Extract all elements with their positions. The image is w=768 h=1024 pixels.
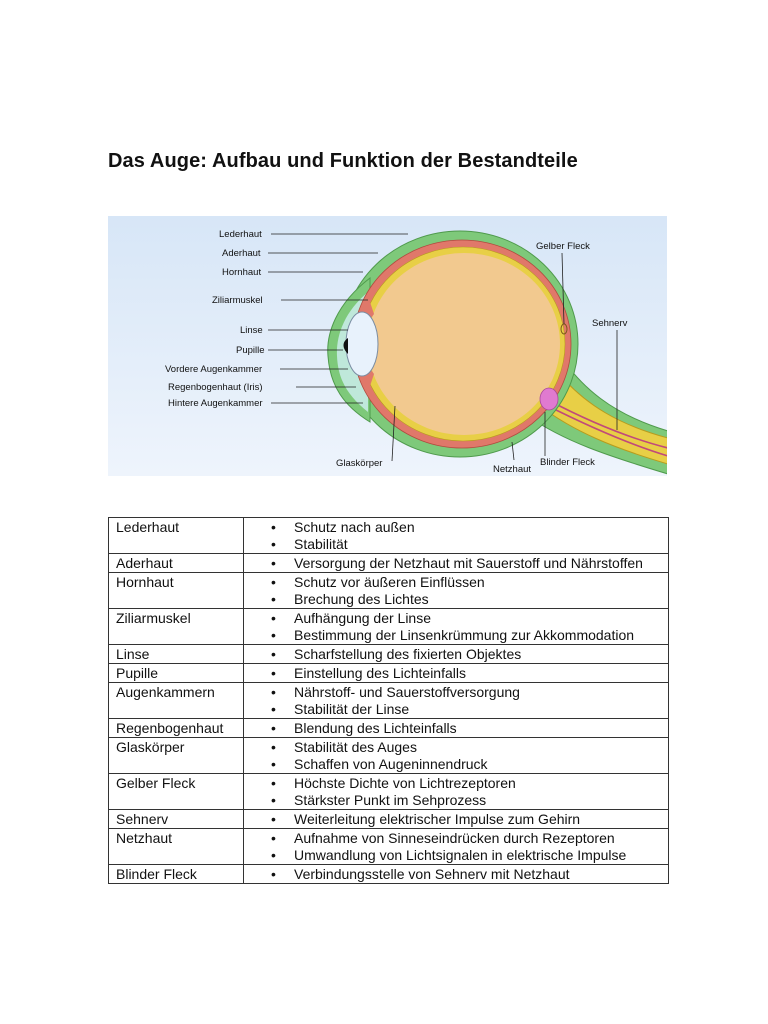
function-item: Versorgung der Netzhaut mit Sauerstoff u… — [244, 555, 668, 572]
part-function: Einstellung des Lichteinfalls — [243, 663, 669, 683]
table-row: NetzhautAufnahme von Sinneseindrücken du… — [108, 828, 669, 865]
part-name: Augenkammern — [108, 682, 244, 719]
function-item: Höchste Dichte von Lichtrezeptoren — [244, 775, 668, 792]
function-list: Scharfstellung des fixierten Objektes — [244, 645, 668, 663]
part-function: Schutz nach außenStabilität — [243, 517, 669, 554]
part-function: Stabilität des AugesSchaffen von Augenin… — [243, 737, 669, 774]
part-name: Lederhaut — [108, 517, 244, 554]
function-list: Aufnahme von Sinneseindrücken durch Reze… — [244, 829, 668, 864]
label-lederhaut: Lederhaut — [219, 229, 262, 240]
vitreous-shape — [368, 253, 560, 435]
function-list: Nährstoff- und SauerstoffversorgungStabi… — [244, 683, 668, 718]
label-hintere-augenkammer: Hintere Augenkammer — [168, 398, 263, 409]
function-item: Scharfstellung des fixierten Objektes — [244, 646, 668, 663]
parts-table-body: LederhautSchutz nach außenStabilitätAder… — [108, 517, 669, 884]
part-function: Versorgung der Netzhaut mit Sauerstoff u… — [243, 553, 669, 573]
function-item: Schaffen von Augeninnendruck — [244, 756, 668, 773]
part-function: Höchste Dichte von LichtrezeptorenStärks… — [243, 773, 669, 810]
table-row: RegenbogenhautBlendung des Lichteinfalls — [108, 718, 669, 738]
function-item: Schutz nach außen — [244, 519, 668, 536]
function-item: Brechung des Lichtes — [244, 591, 668, 608]
function-item: Stabilität des Auges — [244, 739, 668, 756]
function-list: Einstellung des Lichteinfalls — [244, 664, 668, 682]
function-item: Einstellung des Lichteinfalls — [244, 665, 668, 682]
function-list: Stabilität des AugesSchaffen von Augenin… — [244, 738, 668, 773]
label-pupille: Pupille — [236, 345, 265, 356]
table-row: PupilleEinstellung des Lichteinfalls — [108, 663, 669, 683]
page-title: Das Auge: Aufbau und Funktion der Bestan… — [108, 150, 578, 172]
label-sehnerv: Sehnerv — [592, 318, 628, 329]
part-function: Nährstoff- und SauerstoffversorgungStabi… — [243, 682, 669, 719]
function-item: Schutz vor äußeren Einflüssen — [244, 574, 668, 591]
label-regenbogenhaut: Regenbogenhaut (Iris) — [168, 382, 263, 393]
part-name: Gelber Fleck — [108, 773, 244, 810]
function-item: Verbindungsstelle von Sehnerv mit Netzha… — [244, 866, 668, 883]
part-name: Glaskörper — [108, 737, 244, 774]
function-item: Stabilität der Linse — [244, 701, 668, 718]
function-item: Weiterleitung elektrischer Impulse zum G… — [244, 811, 668, 828]
part-name: Linse — [108, 644, 244, 664]
table-row: LederhautSchutz nach außenStabilität — [108, 517, 669, 554]
function-item: Aufhängung der Linse — [244, 610, 668, 627]
label-vordere-augenkammer: Vordere Augenkammer — [165, 364, 262, 375]
part-name: Netzhaut — [108, 828, 244, 865]
function-item: Bestimmung der Linsenkrümmung zur Akkomm… — [244, 627, 668, 644]
part-function: Schutz vor äußeren EinflüssenBrechung de… — [243, 572, 669, 609]
table-row: LinseScharfstellung des fixierten Objekt… — [108, 644, 669, 664]
table-row: AugenkammernNährstoff- und Sauerstoffver… — [108, 682, 669, 719]
part-name: Blinder Fleck — [108, 864, 244, 884]
part-name: Regenbogenhaut — [108, 718, 244, 738]
label-gelber-fleck: Gelber Fleck — [536, 241, 590, 252]
part-function: Scharfstellung des fixierten Objektes — [243, 644, 669, 664]
function-list: Höchste Dichte von LichtrezeptorenStärks… — [244, 774, 668, 809]
function-list: Schutz vor äußeren EinflüssenBrechung de… — [244, 573, 668, 608]
label-ziliarmuskel: Ziliarmuskel — [212, 295, 263, 306]
part-function: Blendung des Lichteinfalls — [243, 718, 669, 738]
blind-spot-shape — [539, 387, 559, 411]
pupil-shape — [343, 338, 348, 354]
label-blinder-fleck: Blinder Fleck — [540, 457, 595, 468]
parts-table: LederhautSchutz nach außenStabilitätAder… — [108, 517, 669, 884]
label-netzhaut: Netzhaut — [493, 464, 531, 475]
part-function: Aufnahme von Sinneseindrücken durch Reze… — [243, 828, 669, 865]
function-item: Stärkster Punkt im Sehprozess — [244, 792, 668, 809]
table-row: AderhautVersorgung der Netzhaut mit Saue… — [108, 553, 669, 573]
label-aderhaut: Aderhaut — [222, 248, 261, 259]
part-function: Aufhängung der LinseBestimmung der Linse… — [243, 608, 669, 645]
function-item: Stabilität — [244, 536, 668, 553]
optic-nerve — [539, 364, 667, 465]
table-row: ZiliarmuskelAufhängung der LinseBestimmu… — [108, 608, 669, 645]
part-name: Aderhaut — [108, 553, 244, 573]
function-list: Blendung des Lichteinfalls — [244, 719, 668, 737]
function-list: Schutz nach außenStabilität — [244, 518, 668, 553]
part-name: Pupille — [108, 663, 244, 683]
part-name: Ziliarmuskel — [108, 608, 244, 645]
table-row: GlaskörperStabilität des AugesSchaffen v… — [108, 737, 669, 774]
part-function: Weiterleitung elektrischer Impulse zum G… — [243, 809, 669, 829]
label-linse: Linse — [240, 325, 263, 336]
part-name: Hornhaut — [108, 572, 244, 609]
table-row: SehnervWeiterleitung elektrischer Impuls… — [108, 809, 669, 829]
label-hornhaut: Hornhaut — [222, 267, 261, 278]
table-row: Gelber FleckHöchste Dichte von Lichtreze… — [108, 773, 669, 810]
table-row: Blinder FleckVerbindungsstelle von Sehne… — [108, 864, 669, 884]
function-item: Aufnahme von Sinneseindrücken durch Reze… — [244, 830, 668, 847]
function-list: Versorgung der Netzhaut mit Sauerstoff u… — [244, 554, 668, 572]
part-function: Verbindungsstelle von Sehnerv mit Netzha… — [243, 864, 669, 884]
function-item: Umwandlung von Lichtsignalen in elektris… — [244, 847, 668, 864]
eye-diagram: Lederhaut Aderhaut Hornhaut Ziliarmuskel… — [108, 216, 667, 476]
optic-nerve-vessel — [547, 405, 667, 457]
table-row: HornhautSchutz vor äußeren EinflüssenBre… — [108, 572, 669, 609]
optic-nerve-vessel — [547, 399, 667, 449]
part-name: Sehnerv — [108, 809, 244, 829]
lens-shape — [345, 311, 379, 377]
function-item: Nährstoff- und Sauerstoffversorgung — [244, 684, 668, 701]
label-glaskoerper: Glaskörper — [336, 458, 382, 469]
function-list: Aufhängung der LinseBestimmung der Linse… — [244, 609, 668, 644]
function-list: Verbindungsstelle von Sehnerv mit Netzha… — [244, 865, 668, 883]
function-list: Weiterleitung elektrischer Impulse zum G… — [244, 810, 668, 828]
function-item: Blendung des Lichteinfalls — [244, 720, 668, 737]
